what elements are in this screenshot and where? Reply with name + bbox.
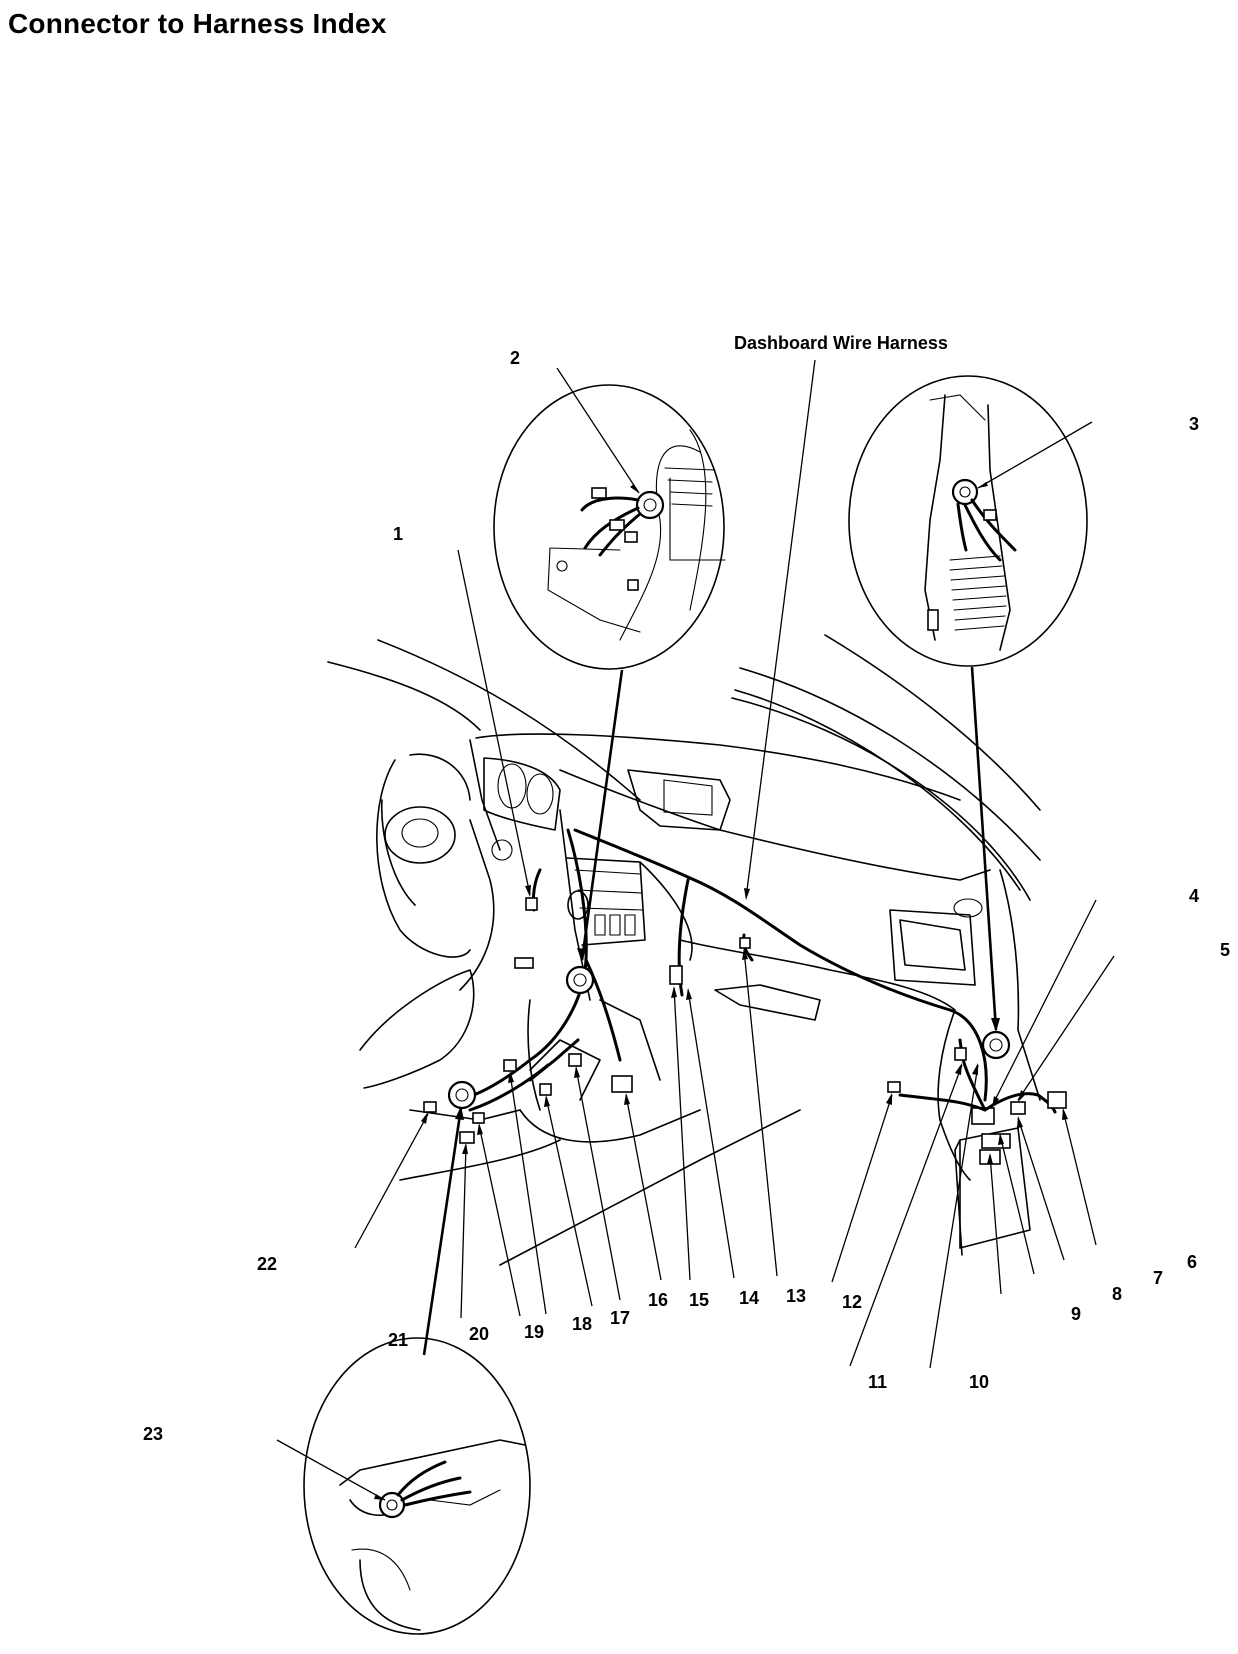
connector-11 <box>954 1047 967 1061</box>
callout-6: 6 <box>1187 1252 1198 1272</box>
callout-13: 13 <box>786 1286 807 1306</box>
connector-20 <box>472 1112 485 1124</box>
detail-leader-lines <box>422 666 1000 1356</box>
connector-1 <box>525 897 538 911</box>
callout-12: 12 <box>842 1292 863 1312</box>
callout-19: 19 <box>524 1322 545 1342</box>
callout-17: 17 <box>610 1308 631 1328</box>
detail-circle-23 <box>276 1337 531 1635</box>
dashboard-wire-harness-label: Dashboard Wire Harness <box>734 333 948 353</box>
callout-20: 20 <box>469 1324 490 1344</box>
callout-5: 5 <box>1220 940 1231 960</box>
callout-1: 1 <box>393 524 404 544</box>
callout-11: 11 <box>868 1372 888 1392</box>
connector-3-cluster <box>951 478 1017 562</box>
callout-leader-lines <box>354 359 1115 1369</box>
connector-19 <box>503 1059 517 1072</box>
grommet-2 <box>565 965 595 995</box>
connector-16 <box>611 1075 633 1093</box>
detail-circle-3 <box>848 375 1093 667</box>
callout-16: 16 <box>648 1290 669 1310</box>
callout-4: 4 <box>1189 886 1200 906</box>
connector-6 <box>1047 1091 1067 1109</box>
detail-circle-2 <box>493 367 726 670</box>
connector-2-cluster <box>580 487 665 557</box>
dashboard-outline <box>327 634 1041 1266</box>
callout-10: 10 <box>969 1372 990 1392</box>
callout-7: 7 <box>1153 1268 1164 1288</box>
page-title: Connector to Harness Index <box>8 8 387 39</box>
callout-9: 9 <box>1071 1304 1082 1324</box>
connector-17 <box>568 1053 582 1067</box>
connector-23-cluster <box>378 1460 472 1519</box>
relay-box <box>954 1107 1031 1256</box>
callout-3: 3 <box>1189 414 1200 434</box>
connector-12 <box>887 1081 901 1093</box>
connector-14 <box>669 965 683 985</box>
connector-20b <box>459 1131 475 1144</box>
connector-13 <box>739 937 751 949</box>
callout-14: 14 <box>739 1288 760 1308</box>
grommet-21 <box>447 1080 477 1110</box>
callout-15: 15 <box>689 1290 710 1310</box>
callout-18: 18 <box>572 1314 593 1334</box>
connector-7 <box>1010 1101 1026 1115</box>
callout-8: 8 <box>1112 1284 1123 1304</box>
connector-18 <box>539 1083 552 1096</box>
callout-23: 23 <box>143 1424 164 1444</box>
callout-22: 22 <box>257 1254 278 1274</box>
callout-2: 2 <box>510 348 521 368</box>
connector-22 <box>423 1101 437 1113</box>
grommet-3 <box>981 1030 1011 1060</box>
